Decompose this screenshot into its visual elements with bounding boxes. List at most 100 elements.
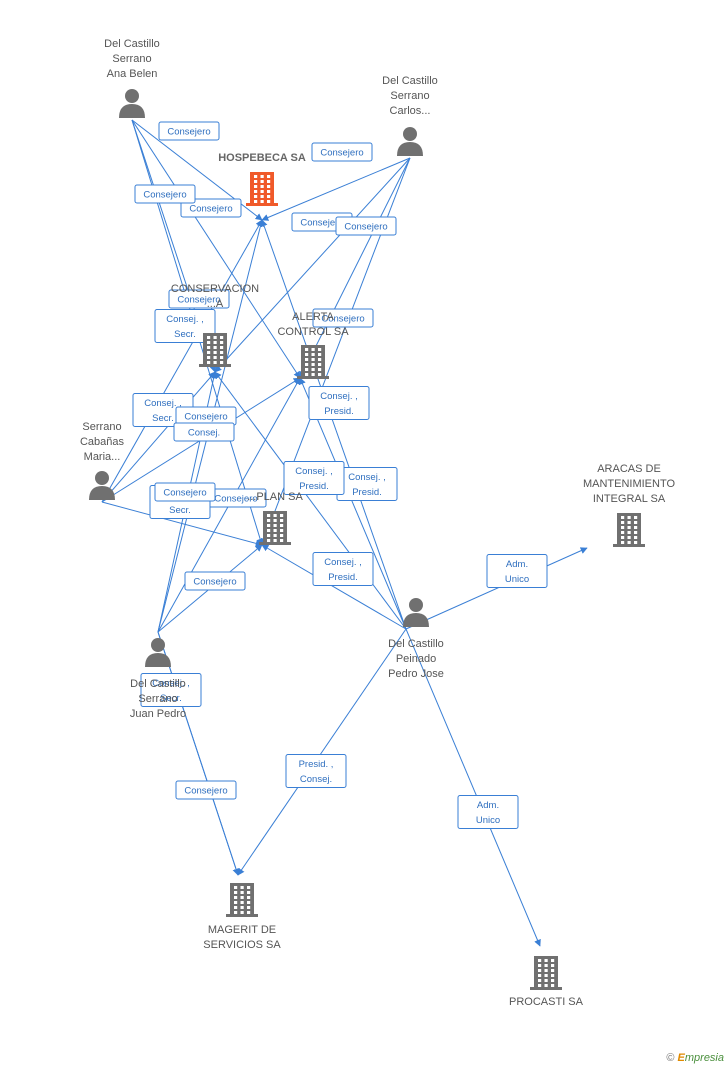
building-window — [621, 516, 625, 519]
node-label: Pedro Jose — [388, 668, 444, 680]
relation-badge-label: Presid. — [328, 572, 358, 583]
relation-badge-label: Presid. — [324, 406, 354, 417]
relation-badge[interactable]: Consejero — [175, 780, 237, 800]
building-window — [267, 524, 271, 527]
building-window — [207, 346, 211, 349]
company-node[interactable]: HOSPEBECA SA — [218, 152, 306, 206]
relation-badge[interactable]: Consej. ,Presid. — [336, 467, 398, 501]
building-window — [267, 514, 271, 517]
building-window — [538, 964, 542, 967]
node-label: INTEGRAL SA — [593, 493, 666, 505]
relation-badge-label: Consejero — [143, 190, 186, 201]
relation-badge[interactable]: Consej. ,Secr. — [154, 309, 216, 343]
building-window — [213, 336, 217, 339]
node-label: MAGERIT DE — [208, 924, 276, 936]
building-icon — [199, 333, 231, 367]
building-window — [551, 979, 555, 982]
node-label: Del Castillo — [382, 75, 438, 87]
copyright-symbol: © — [666, 1052, 675, 1064]
building-window — [267, 519, 271, 522]
node-label: HOSPEBECA SA — [218, 152, 306, 164]
relation-badge[interactable]: Consejero — [168, 289, 230, 309]
relation-badge-label: Consejero — [344, 222, 387, 233]
relation-badge-label: Presid. , — [299, 759, 334, 770]
building-window — [538, 984, 542, 987]
company-node[interactable]: CONSERVACION...A — [171, 283, 259, 367]
relation-edge — [101, 219, 263, 503]
relation-badge[interactable]: Consej. ,Presid. — [283, 461, 345, 495]
building-window — [544, 979, 548, 982]
building-window — [551, 969, 555, 972]
relation-badge-label: Consejero — [163, 488, 206, 499]
relation-badge-label: Consejero — [320, 148, 363, 159]
person-node[interactable]: SerranoCabañasMaria... — [80, 421, 125, 500]
building-window — [273, 539, 277, 542]
relation-badge[interactable]: Consej. ,Presid. — [308, 386, 370, 420]
relation-badge-label: Consejero — [189, 204, 232, 215]
relation-badge-label: Consejero — [214, 494, 257, 505]
building-window — [634, 516, 638, 519]
relation-edge — [260, 219, 407, 630]
relation-badge[interactable]: Consejero — [312, 308, 374, 328]
building-window — [627, 526, 631, 529]
person-node[interactable]: Del CastilloSerranoCarlos... — [382, 75, 438, 156]
relation-edge — [157, 631, 240, 876]
building-window — [254, 180, 258, 183]
building-window — [280, 529, 284, 532]
building-window — [254, 200, 258, 203]
node-label: ...PLAN SA — [247, 491, 303, 503]
relation-badge[interactable]: Presid. ,Consej. — [285, 754, 347, 788]
building-window — [544, 984, 548, 987]
person-body — [403, 613, 429, 627]
company-node[interactable]: PROCASTI SA — [509, 956, 584, 1008]
relation-badge-label: Consej. , — [144, 398, 182, 409]
relation-badge[interactable]: Consej. ,Presid. — [312, 552, 374, 586]
relation-badge[interactable]: Consejero — [158, 121, 220, 141]
relation-badge-label: Secr. — [152, 413, 174, 424]
relation-badge-label: Consejero — [184, 412, 227, 423]
building-window — [305, 373, 309, 376]
relation-badge[interactable]: Consejero — [311, 142, 373, 162]
relation-badge-label: Consejero — [184, 786, 227, 797]
building-base — [199, 364, 231, 367]
relation-edge — [237, 628, 407, 876]
relation-badge[interactable]: Consejero — [335, 216, 397, 236]
relation-badge[interactable]: Consejero — [180, 198, 242, 218]
building-window — [267, 190, 271, 193]
relation-badge-label: Consejero — [300, 218, 343, 229]
relation-badge-label: Consej. , — [166, 314, 204, 325]
relation-badge[interactable]: Consej. — [173, 422, 235, 442]
building-window — [267, 175, 271, 178]
building-window — [247, 901, 251, 904]
building-base — [530, 987, 562, 990]
building-window — [551, 959, 555, 962]
building-window — [234, 891, 238, 894]
relation-badge[interactable]: Consejero — [184, 571, 246, 591]
relation-badge-label: Consej. , — [152, 678, 190, 689]
building-window — [318, 348, 322, 351]
relation-badge-label: Secr. — [169, 505, 191, 516]
relation-badge[interactable]: Adm.Unico — [486, 554, 548, 588]
relation-edge — [261, 157, 411, 221]
building-window — [538, 969, 542, 972]
building-window — [267, 200, 271, 203]
node-label: Serrano — [138, 693, 177, 705]
relation-badge[interactable]: Consejero — [175, 406, 237, 426]
relation-badge[interactable]: Consejero — [134, 184, 196, 204]
building-window — [247, 891, 251, 894]
relation-badge[interactable]: Adm.Unico — [457, 795, 519, 829]
relation-badge-label: Adm. — [477, 800, 499, 811]
company-node[interactable]: ...PLAN SA — [247, 491, 303, 545]
relation-badge[interactable]: Consejero — [154, 482, 216, 502]
building-window — [621, 521, 625, 524]
person-icon — [119, 89, 145, 118]
relation-badge[interactable]: Consej. ,Secr. — [140, 673, 202, 707]
node-label: Juan Pedro — [130, 708, 186, 720]
relation-badge-label: Consej. , — [295, 466, 333, 477]
